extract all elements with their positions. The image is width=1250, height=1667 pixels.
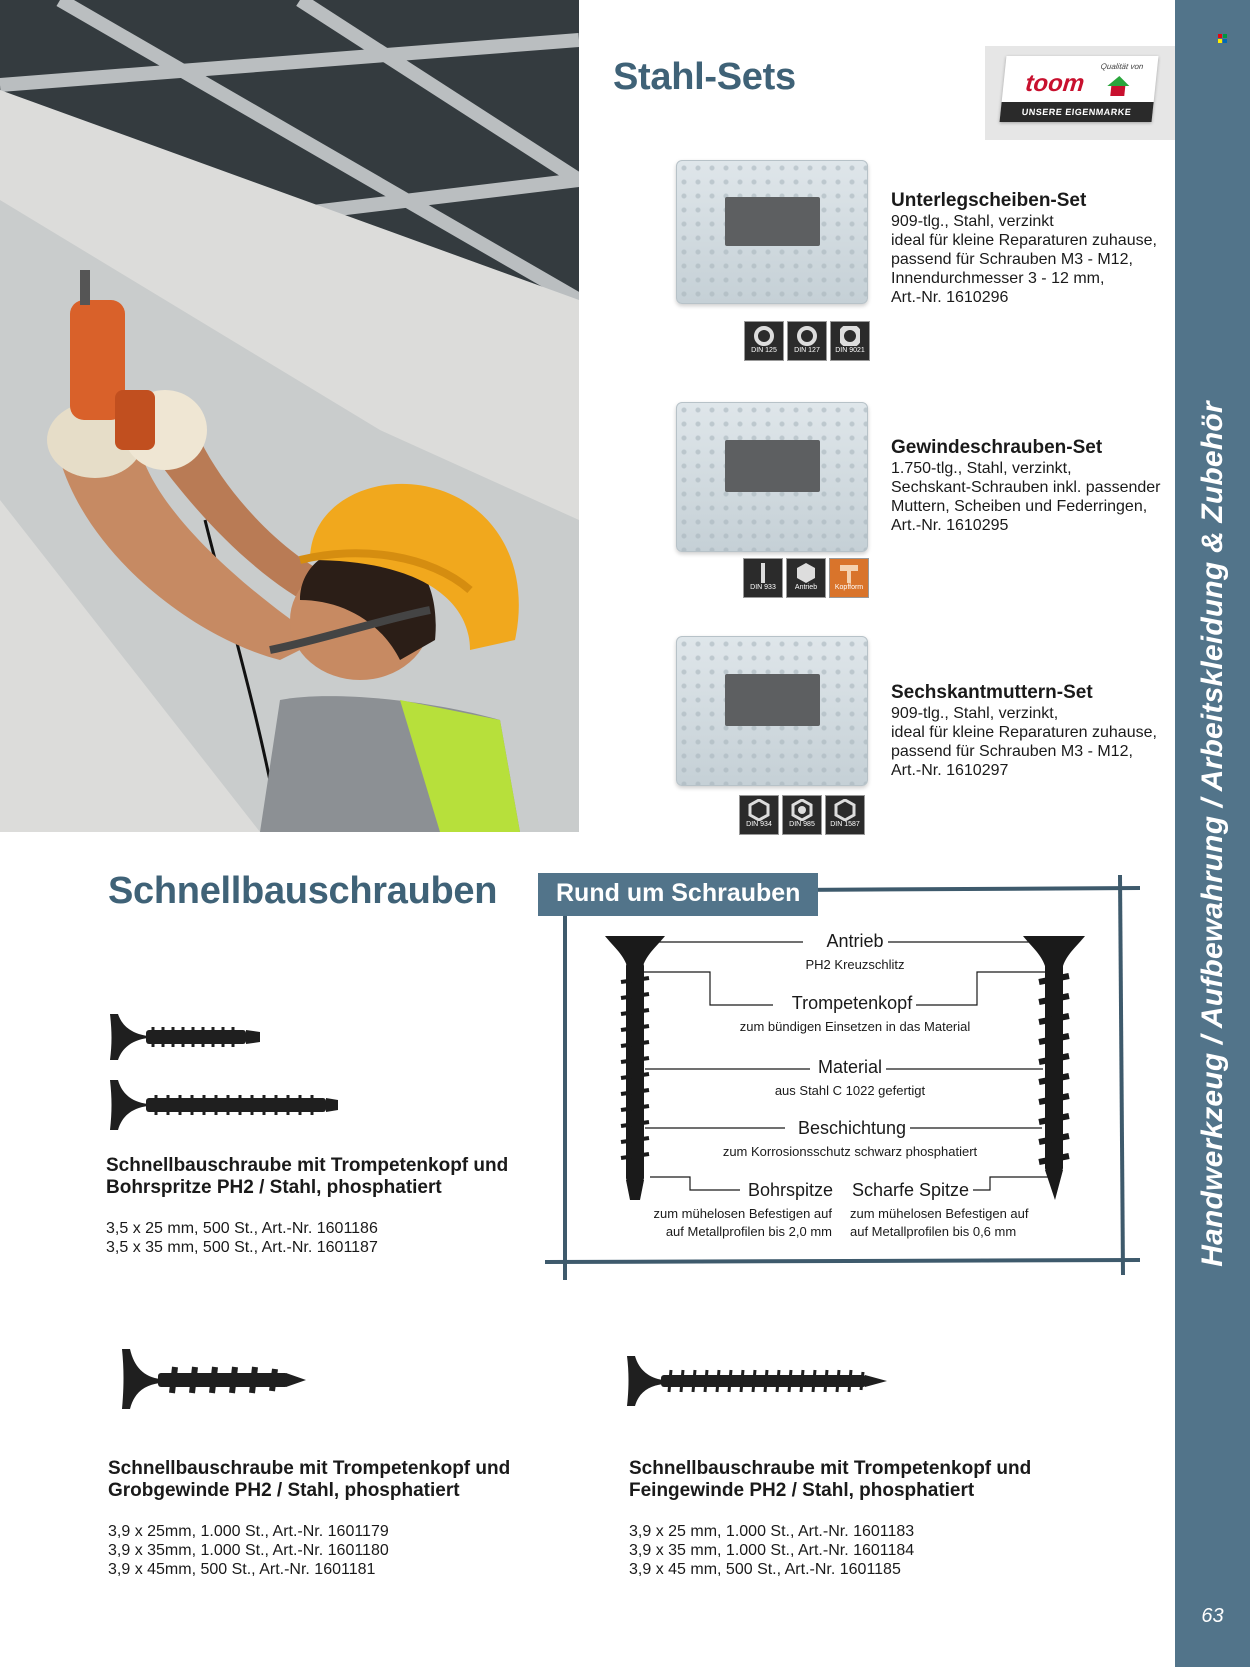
info-title: Material xyxy=(813,1057,887,1077)
house-body-icon xyxy=(1110,86,1126,96)
product-line: 3,9 x 35 mm, 1.000 St., Art.-Nr. 1601184 xyxy=(629,1542,915,1559)
house-icon xyxy=(1107,76,1131,86)
product-title: Grobgewinde PH2 / Stahl, phosphatiert xyxy=(108,1480,460,1501)
info-sub: zum bündigen Einsetzen in das Material xyxy=(739,1019,971,1034)
info-title: Trompetenkopf xyxy=(787,993,917,1013)
head-shape-icon: Kopfform xyxy=(829,558,869,598)
page-number: 63 xyxy=(1201,1605,1224,1627)
info-sub-bohrspitze: zum mühelosen Befestigen auf auf Metallp… xyxy=(653,1206,833,1239)
schnellbau-product-2: Schnellbauschraube mit Trompetenkopf und… xyxy=(108,1458,510,1579)
worker-photo xyxy=(0,0,579,832)
product-line: Art.-Nr. 1610296 xyxy=(891,289,1009,306)
product-line: Art.-Nr. 1610295 xyxy=(891,517,1009,534)
info-bohrspitze: Bohrspitze xyxy=(744,1180,838,1201)
info-sub-scharfe-spitze: zum mühelosen Befestigen auf auf Metallp… xyxy=(850,1206,1029,1239)
screw-grobgewinde-image xyxy=(122,1349,306,1409)
product-sechskantmuttern: Sechskantmuttern-Set 909-tlg., Stahl, ve… xyxy=(891,682,1157,780)
product-line: 3,5 x 25 mm, 500 St., Art.-Nr. 1601186 xyxy=(106,1220,378,1237)
product-line: ideal für kleine Reparaturen zuhause, xyxy=(891,724,1157,741)
schnellbau-product-1: Schnellbauschraube mit Trompetenkopf und… xyxy=(106,1155,508,1257)
product-title: Schnellbauschraube mit Trompetenkopf und xyxy=(106,1155,509,1176)
logo-small-text: Qualität von xyxy=(1100,62,1144,71)
info-title: Scharfe Spitze xyxy=(848,1180,974,1200)
product-image-unterlegscheiben xyxy=(676,160,868,304)
info-scharfe-spitze: Scharfe Spitze xyxy=(848,1180,974,1201)
product-line: ideal für kleine Reparaturen zuhause, xyxy=(891,232,1157,249)
product-title: Unterlegscheiben-Set xyxy=(891,190,1087,211)
product-title: Schnellbauschraube mit Trompetenkopf und xyxy=(108,1458,511,1479)
product-line: 3,9 x 45 mm, 500 St., Art.-Nr. 1601185 xyxy=(629,1561,901,1578)
category-sidebar: Handwerkzeug / Aufbewahrung / Arbeitskle… xyxy=(1175,0,1250,1667)
hex-nut-icon: DIN 934 xyxy=(739,795,779,835)
product-line: passend für Schrauben M3 - M12, xyxy=(891,251,1133,268)
product-line: 909-tlg., Stahl, verzinkt xyxy=(891,213,1054,230)
info-trompetenkopf: Trompetenkopf xyxy=(772,993,932,1014)
logo-brand: toom xyxy=(1024,70,1086,97)
product-line: 3,9 x 25 mm, 1.000 St., Art.-Nr. 1601183 xyxy=(629,1523,915,1540)
product-line: Sechskant-Schrauben inkl. passender xyxy=(891,479,1161,496)
product-title: Bohrspritze PH2 / Stahl, phosphatiert xyxy=(106,1177,442,1198)
screw-bohrspitze-image xyxy=(110,1014,338,1130)
product-line: 3,5 x 35 mm, 500 St., Art.-Nr. 1601187 xyxy=(106,1239,378,1256)
product-gewindeschrauben: Gewindeschrauben-Set 1.750-tlg., Stahl, … xyxy=(891,437,1161,535)
product-line: Innendurchmesser 3 - 12 mm, xyxy=(891,270,1105,287)
info-sub: PH2 Kreuzschlitz xyxy=(805,957,905,972)
hex-drive-icon: Antrieb xyxy=(786,558,826,598)
toom-logo: Qualität von toom UNSERE EIGENMARKE xyxy=(985,46,1175,140)
category-vertical-text: Handwerkzeug / Aufbewahrung / Arbeitskle… xyxy=(1195,400,1229,1267)
stahl-sets-heading: Stahl-Sets xyxy=(613,56,796,98)
din-badges-2: DIN 933 Antrieb Kopfform xyxy=(743,558,869,598)
washer-icon: DIN 125 xyxy=(744,321,784,361)
product-title: Gewindeschrauben-Set xyxy=(891,437,1103,458)
info-sub: aus Stahl C 1022 gefertigt xyxy=(774,1083,926,1098)
info-title: Bohrspitze xyxy=(744,1180,838,1200)
product-line: 3,9 x 45mm, 500 St., Art.-Nr. 1601181 xyxy=(108,1561,376,1578)
din-badges-3: DIN 934 DIN 985 DIN 1587 xyxy=(739,795,865,835)
product-line: Art.-Nr. 1610297 xyxy=(891,762,1009,779)
lock-nut-icon: DIN 985 xyxy=(782,795,822,835)
product-image-gewindeschrauben xyxy=(676,402,868,552)
info-title: Antrieb xyxy=(822,931,888,951)
info-sub: zum Korrosionsschutz schwarz phosphatier… xyxy=(722,1144,978,1159)
schnellbau-heading: Schnellbauschrauben xyxy=(108,870,498,912)
product-image-sechskantmuttern xyxy=(676,636,868,786)
cap-nut-icon: DIN 1587 xyxy=(825,795,865,835)
product-line: 3,9 x 35mm, 1.000 St., Art.-Nr. 1601180 xyxy=(108,1542,389,1559)
info-beschichtung: Beschichtung xyxy=(779,1118,925,1139)
din-badges-1: DIN 125 DIN 127 DIN 9021 xyxy=(744,321,870,361)
large-washer-icon: DIN 9021 xyxy=(830,321,870,361)
product-line: 909-tlg., Stahl, verzinkt, xyxy=(891,705,1059,722)
product-title: Sechskantmuttern-Set xyxy=(891,682,1093,703)
product-unterlegscheiben: Unterlegscheiben-Set 909-tlg., Stahl, ve… xyxy=(891,190,1157,307)
product-title: Feingewinde PH2 / Stahl, phosphatiert xyxy=(629,1480,975,1501)
rund-um-frame xyxy=(545,874,1141,1280)
rund-um-label: Rund um Schrauben xyxy=(538,873,819,916)
logo-tagline: UNSERE EIGENMARKE xyxy=(999,102,1154,122)
spring-washer-icon: DIN 127 xyxy=(787,321,827,361)
info-material: Material xyxy=(800,1057,900,1078)
product-title: Schnellbauschraube mit Trompetenkopf und xyxy=(629,1458,1032,1479)
product-line: Muttern, Scheiben und Federringen, xyxy=(891,498,1148,515)
brand-dots-icon xyxy=(1218,34,1228,44)
schnellbau-product-3: Schnellbauschraube mit Trompetenkopf und… xyxy=(629,1458,1031,1579)
bolt-icon: DIN 933 xyxy=(743,558,783,598)
product-line: 3,9 x 25mm, 1.000 St., Art.-Nr. 1601179 xyxy=(108,1523,389,1540)
screw-feingewinde-image xyxy=(627,1356,887,1406)
info-antrieb: Antrieb xyxy=(795,931,915,952)
product-line: passend für Schrauben M3 - M12, xyxy=(891,743,1133,760)
info-title: Beschichtung xyxy=(793,1118,911,1138)
product-line: 1.750-tlg., Stahl, verzinkt, xyxy=(891,460,1072,477)
